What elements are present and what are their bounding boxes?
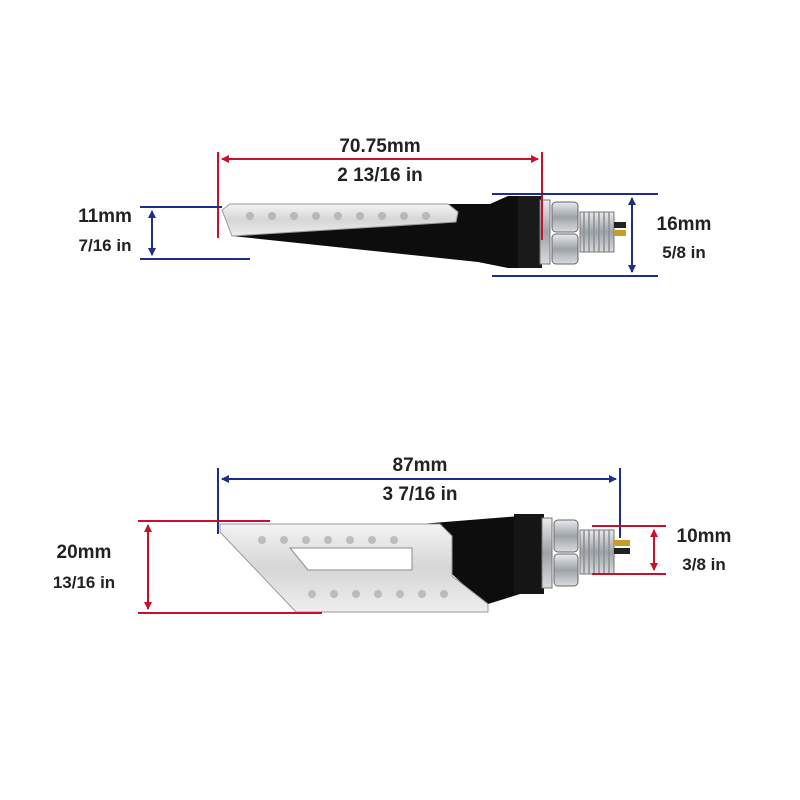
- top-height-mm: 11mm: [78, 206, 132, 227]
- bottom-thread-dimension: 10mm 3/8 in: [592, 525, 732, 575]
- top-mount-dimension: 16mm 5/8 in: [492, 193, 712, 277]
- top-length-mm: 70.75mm: [339, 136, 420, 157]
- bottom-indicator-body: [219, 514, 544, 613]
- bottom-mount-bolt: [541, 517, 630, 589]
- bottom-indicator: 87mm 3 7/16 in 20mm 13/16 in 10mm 3/8 in: [53, 455, 732, 614]
- bottom-height-in: 13/16 in: [53, 573, 115, 592]
- bottom-height-dimension: 20mm 13/16 in: [53, 520, 322, 614]
- bottom-length-dimension: 87mm 3 7/16 in: [217, 455, 621, 538]
- top-height-dimension: 11mm 7/16 in: [78, 206, 250, 260]
- top-mount-mm: 16mm: [657, 214, 712, 235]
- top-height-in: 7/16 in: [79, 236, 132, 255]
- bottom-height-mm: 20mm: [57, 542, 112, 563]
- top-length-dimension: 70.75mm 2 13/16 in: [217, 136, 543, 240]
- top-indicator-body: [221, 196, 542, 268]
- bottom-length-mm: 87mm: [393, 455, 448, 476]
- top-indicator: 70.75mm 2 13/16 in 11mm 7/16 in 16mm 5/8…: [78, 136, 712, 277]
- bottom-length-in: 3 7/16 in: [383, 484, 458, 505]
- bottom-thread-in: 3/8 in: [682, 555, 725, 574]
- top-length-in: 2 13/16 in: [337, 165, 423, 186]
- bottom-thread-mm: 10mm: [677, 526, 732, 547]
- top-mount-bolt: [539, 199, 626, 265]
- top-mount-in: 5/8 in: [662, 243, 705, 262]
